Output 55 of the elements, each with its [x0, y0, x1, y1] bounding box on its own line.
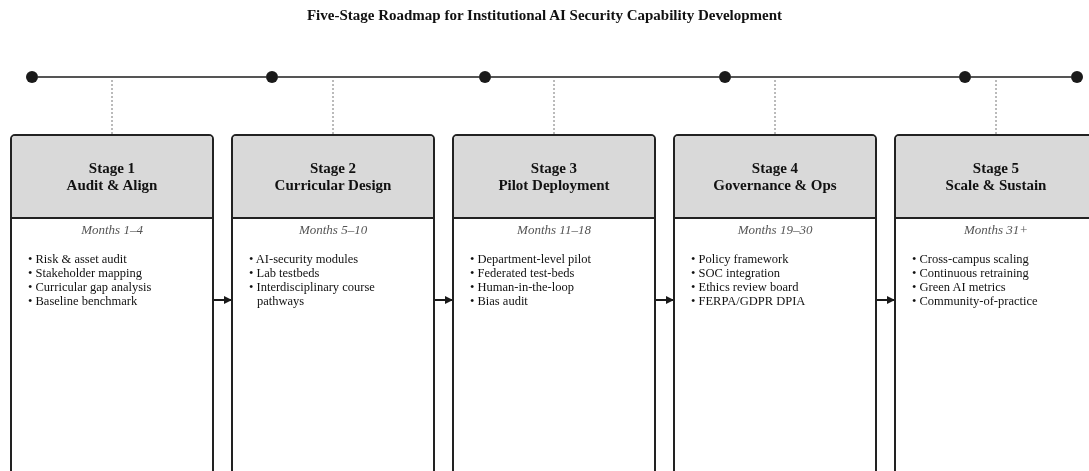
timeline-dot [26, 71, 38, 83]
timeline-dot [1071, 71, 1083, 83]
diagram-title: Five-Stage Roadmap for Institutional AI Security Capability Development [305, 7, 784, 24]
bullet-item: • AI-security modules [249, 253, 360, 267]
arrow [213, 296, 232, 304]
arrow [876, 296, 895, 304]
timeline-dot [266, 71, 278, 83]
bullet-item: • Curricular gap analysis [28, 281, 153, 295]
bullet-item: • Risk & asset audit [28, 253, 128, 267]
stage-card [10, 134, 214, 471]
bullet-item: • Continuous retraining [912, 267, 1030, 281]
stage-heading: Stage 5 Scale & Sustain [945, 160, 1047, 193]
stage-card [894, 134, 1089, 471]
timeline-segment [970, 76, 1072, 78]
stage-heading: Stage 1 Audit & Align [66, 160, 158, 193]
bullet-item: • Policy framework [691, 253, 790, 267]
stage-card [231, 134, 435, 471]
bullet-item: • Department-level pilot [470, 253, 592, 267]
bullet-item: • Green AI metrics [912, 281, 1007, 295]
leader-line [774, 79, 776, 135]
stage-heading: Stage 3 Pilot Deployment [498, 160, 610, 193]
bullet-item: • Interdisciplinary course pathways [249, 281, 376, 308]
bullet-item: • Stakeholder mapping [28, 267, 144, 281]
bullet-item: • FERPA/GDPR DPIA [691, 295, 807, 309]
timeline-dot [959, 71, 971, 83]
leader-line [995, 79, 997, 135]
bullet-item: • Baseline benchmark [28, 295, 139, 309]
leader-line [553, 79, 555, 135]
bullet-item: • Cross-campus scaling [912, 253, 1030, 267]
timeline-dot [479, 71, 491, 83]
duration-text: Months 31+ [963, 222, 1029, 238]
arrow [655, 296, 674, 304]
bullet-item: • Community-of-practice [912, 295, 1039, 309]
timeline-segment [277, 76, 480, 78]
leader-line [111, 79, 113, 135]
duration-text: Months 19–30 [736, 222, 814, 238]
bullet-item: • Human-in-the-loop [470, 281, 575, 295]
stage-heading: Stage 4 Governance & Ops [713, 160, 837, 193]
stage-heading: Stage 2 Curricular Design [274, 160, 392, 193]
timeline-dot [719, 71, 731, 83]
duration-text: Months 1–4 [80, 222, 144, 238]
stage-card [673, 134, 877, 471]
bullet-item: • SOC integration [691, 267, 782, 281]
bullet-item: • Bias audit [470, 295, 529, 309]
arrow [434, 296, 453, 304]
timeline-segment [37, 76, 267, 78]
leader-line [332, 79, 334, 135]
duration-text: Months 11–18 [516, 222, 592, 238]
bullet-item: • Lab testbeds [249, 267, 321, 281]
timeline-segment [490, 76, 720, 78]
bullet-item: • Ethics review board [691, 281, 800, 295]
stage-card [452, 134, 656, 471]
timeline-segment [730, 76, 960, 78]
bullet-item: • Federated test-beds [470, 267, 576, 281]
duration-text: Months 5–10 [297, 222, 369, 238]
